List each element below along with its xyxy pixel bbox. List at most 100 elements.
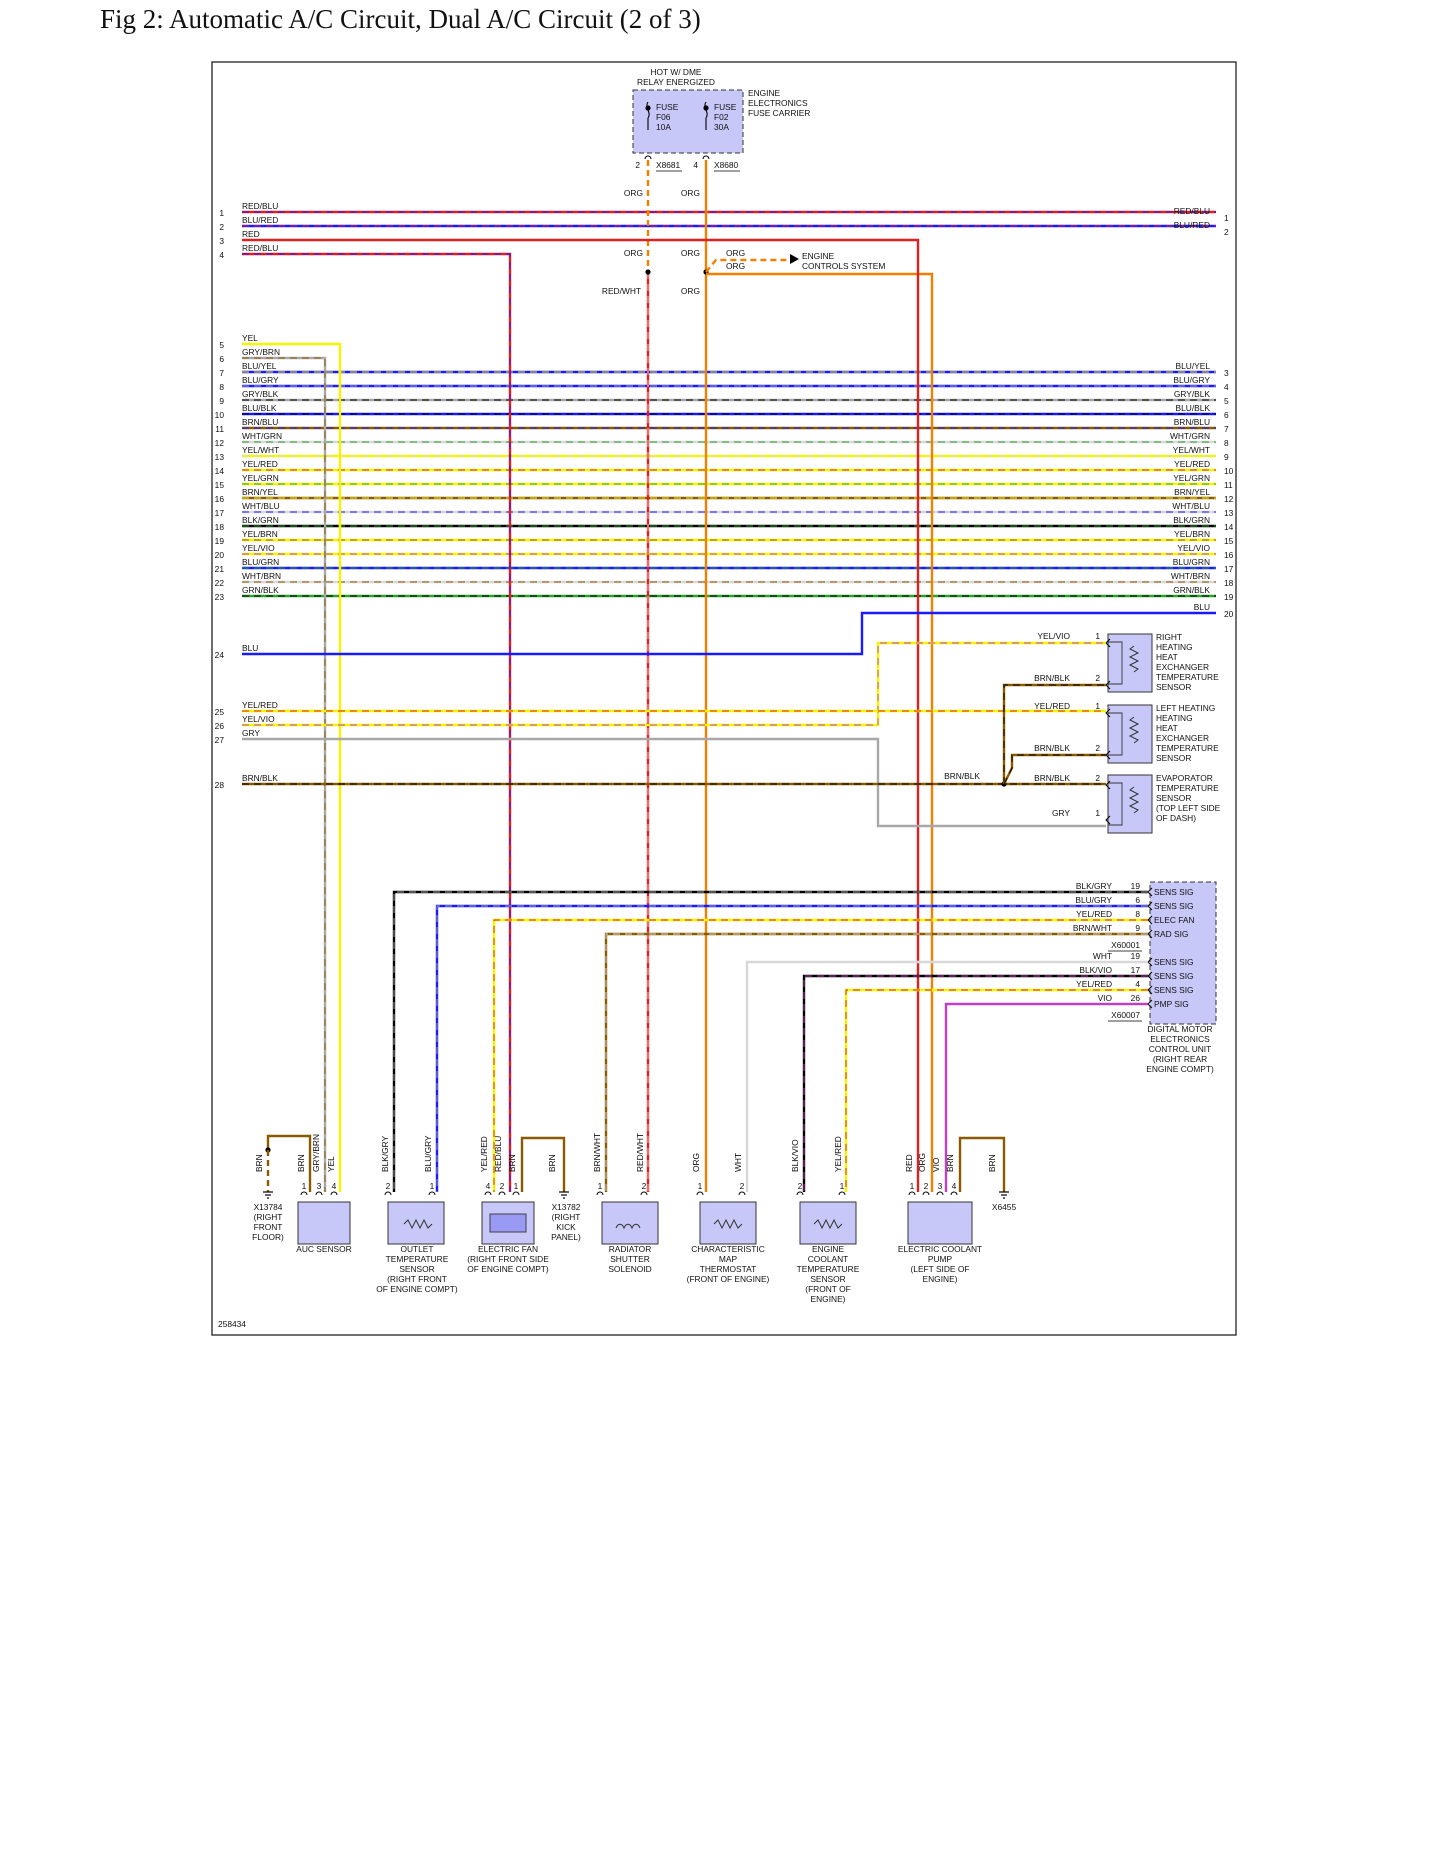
left-wire-color-label: BLU [242, 643, 258, 653]
vertical-wire-label: RED [904, 1154, 914, 1172]
auc-sensor-box [297, 1201, 351, 1245]
temp-sensor-name: TEMPERATURE [1156, 783, 1219, 793]
component-name: TEMPERATURE [797, 1264, 860, 1274]
component-pin-number: 4 [332, 1181, 337, 1191]
wire-label: RED/WHT [602, 286, 641, 296]
ground-location-label: FLOOR) [252, 1232, 284, 1242]
temp-sensor-name: HEATING [1156, 713, 1193, 723]
component-pin-number: 3 [317, 1181, 322, 1191]
pin-connector [315, 1191, 323, 1196]
pin-connector [484, 1191, 492, 1196]
temp-sensor-name: TEMPERATURE [1156, 743, 1219, 753]
component-name: TEMPERATURE [386, 1254, 449, 1264]
sensor-internal-wiring [1108, 782, 1123, 826]
left-wire-color-label: YEL/BRN [242, 529, 278, 539]
pin-connector [1105, 708, 1111, 718]
right-wire-number: 9 [1224, 452, 1229, 462]
dme-name: CONTROL UNIT [1149, 1044, 1212, 1054]
figure-title: Fig 2: Automatic A/C Circuit, Dual A/C C… [100, 4, 701, 34]
component-pin-number: 2 [740, 1181, 745, 1191]
component-name: (FRONT OF ENGINE) [687, 1274, 770, 1284]
component-name: OUTLET [400, 1244, 433, 1254]
component-name: ENGINE) [811, 1294, 846, 1304]
sensor-pin-number: 1 [1095, 631, 1100, 641]
left-wire-number: 11 [215, 424, 224, 434]
temp-sensor-name: TEMPERATURE [1156, 672, 1219, 682]
gry-brn-auc-wire-stripe [242, 357, 326, 1192]
brn-blk-branch-wire-stripe [1003, 684, 1106, 784]
dme-pin-number: 19 [1131, 881, 1141, 891]
pin-connector [738, 1191, 746, 1196]
left-wire-number: 26 [215, 721, 225, 731]
left-wire-number: 14 [215, 466, 225, 476]
pin-connector [498, 1191, 506, 1196]
sensor-wire-label: YEL/RED [1034, 701, 1070, 711]
left-wire-color-label: BRN/YEL [242, 487, 278, 497]
ground-location-label: (RIGHT [254, 1212, 283, 1222]
temp-sensor-box [1107, 633, 1153, 693]
right-wire-color-label: BRN/BLU [1174, 417, 1210, 427]
vertical-wire-label: BRN [987, 1154, 997, 1172]
left-wire-number: 21 [215, 564, 225, 574]
left-wire-number: 9 [219, 396, 224, 406]
diagram-frame [211, 61, 1237, 1336]
right-wire-number: 15 [1224, 536, 1234, 546]
right-wire-number: 2 [1224, 227, 1229, 237]
sensor-pin-number: 1 [1095, 701, 1100, 711]
dme-pin-number: 6 [1135, 895, 1140, 905]
left-wire-number: 19 [215, 536, 225, 546]
dme-connector-label: X60007 [1111, 1010, 1140, 1020]
left-wire-color-label: GRY/BLK [242, 389, 279, 399]
component-pin-number: 1 [598, 1181, 603, 1191]
right-wire-number: 3 [1224, 368, 1229, 378]
right-wire-color-label: GRY/BLK [1174, 389, 1211, 399]
fuse-connector-label: X8680 [714, 160, 739, 170]
right-wire-number: 16 [1224, 550, 1234, 560]
component-name: SOLENOID [608, 1264, 651, 1274]
left-wire-color-label: YEL/VIO [242, 714, 275, 724]
temp-sensor-name: SENSOR [1156, 682, 1191, 692]
fuse-label: F06 [656, 112, 671, 122]
fuse-carrier-header: RELAY ENERGIZED [637, 77, 715, 87]
arrow-icon [790, 254, 799, 264]
component-name: COOLANT [808, 1254, 849, 1264]
left-wire-color-label: YEL/VIO [242, 543, 275, 553]
left-wire-number: 15 [215, 480, 225, 490]
pin-connector [640, 1191, 648, 1196]
blk-gry-outlet-wire-stripe [393, 891, 1148, 1192]
right-wire-color-label: BLU/YEL [1176, 361, 1211, 371]
brn-wht-shutter-wire-stripe [605, 933, 1148, 1192]
resistor-symbol [713, 1218, 743, 1230]
component-name: ENGINE [812, 1244, 845, 1254]
dme-signal-label: PMP SIG [1154, 999, 1189, 1009]
component-name: OF ENGINE COMPT) [376, 1284, 458, 1294]
sensor-wire-label: BRN/BLK [1034, 743, 1070, 753]
vio-pump-wire [944, 1002, 1148, 1192]
right-wire-color-label: RED/BLU [1174, 206, 1210, 216]
splice-dot [645, 105, 651, 111]
component-pin-number: 2 [924, 1181, 929, 1191]
temp-sensor-name: EXCHANGER [1156, 733, 1209, 743]
dme-wire-label: YEL/RED [1076, 909, 1112, 919]
outlet-sensor-box [387, 1201, 445, 1245]
left-wire-number: 7 [219, 368, 224, 378]
pin-connector [512, 1191, 520, 1196]
pin-connector [922, 1191, 930, 1196]
ground-location-label: FRONT [254, 1222, 283, 1232]
right-wire-number: 12 [1224, 494, 1234, 504]
right-wire-color-label: BLU/GRY [1173, 375, 1210, 385]
wire-label: ORG [681, 286, 700, 296]
dme-connector-label: X60001 [1111, 940, 1140, 950]
ground-location-label: X6455 [992, 1202, 1017, 1212]
fuse-pin-number: 2 [635, 160, 640, 170]
right-wire-color-label: WHT/BLU [1172, 501, 1210, 511]
component-pin-number: 3 [938, 1181, 943, 1191]
left-wire-color-label: YEL/RED [242, 700, 278, 710]
right-wire-color-label: BLU/BLK [1176, 403, 1211, 413]
ground-location-label: X13782 [552, 1202, 581, 1212]
yel-red-coolant-wire-stripe [845, 989, 1148, 1192]
left-wire-color-label: YEL/RED [242, 459, 278, 469]
right-wire-color-label: YEL/BRN [1174, 529, 1210, 539]
left-wire-number: 8 [219, 382, 224, 392]
red-blu-fan-wire-stripe [242, 253, 511, 1192]
